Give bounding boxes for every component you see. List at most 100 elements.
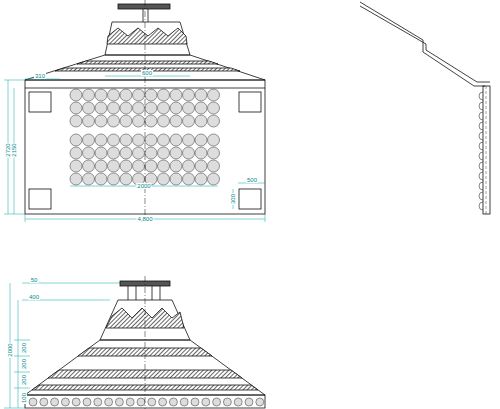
lamp-hole — [195, 160, 207, 172]
lamp-hole — [61, 398, 69, 406]
dimension-label: 400 — [28, 294, 40, 300]
lamp-hole — [108, 89, 120, 101]
lamp-hole — [208, 89, 220, 101]
lamp-hole — [180, 398, 188, 406]
lamp-hole — [158, 115, 170, 127]
lamp-hole — [108, 102, 120, 114]
lamp-hole — [158, 134, 170, 146]
side-view — [360, 2, 490, 214]
lamp-hole — [158, 89, 170, 101]
lamp-hole — [120, 160, 132, 172]
lamp-hole — [70, 147, 82, 159]
lamp-hole — [72, 398, 80, 406]
lamp-hole — [208, 173, 220, 185]
lamp-hole — [51, 398, 59, 406]
lamp-hole — [83, 102, 95, 114]
lamp-hole — [108, 115, 120, 127]
lamp-hole — [133, 89, 145, 101]
lamp-hole — [133, 147, 145, 159]
lamp-hole — [158, 147, 170, 159]
lamp-hole — [183, 160, 195, 172]
lamp-hole — [115, 398, 123, 406]
lamp-hole — [170, 147, 182, 159]
lamp-hole — [95, 147, 107, 159]
lamp-hole — [234, 398, 242, 406]
lamp-hole — [145, 134, 157, 146]
lamp-hole — [133, 134, 145, 146]
lamp-bump — [479, 202, 483, 210]
lamp-hole — [133, 115, 145, 127]
lamp-hole — [133, 160, 145, 172]
lamp-hole — [169, 398, 177, 406]
top-view — [25, 0, 265, 220]
lamp-hole — [95, 115, 107, 127]
dimension-label: 2150 — [11, 142, 17, 157]
lamp-hole — [120, 115, 132, 127]
lamp-hole — [158, 102, 170, 114]
lamp-hole — [108, 160, 120, 172]
lamp-hole — [145, 147, 157, 159]
lamp-bump — [479, 142, 483, 150]
lamp-hole — [133, 102, 145, 114]
lamp-hole — [170, 134, 182, 146]
dimension-label: 4,800 — [136, 216, 153, 222]
lamp-hole — [195, 173, 207, 185]
lamp-hole — [183, 102, 195, 114]
dimension-label: 50 — [30, 277, 39, 283]
lamp-hole — [195, 147, 207, 159]
lamp-hole — [70, 173, 82, 185]
lamp-hole — [183, 115, 195, 127]
lamp-hole — [108, 173, 120, 185]
front-view — [25, 276, 265, 409]
lamp-bump — [479, 152, 483, 160]
lamp-hole — [108, 147, 120, 159]
dimension-label: 300 — [230, 193, 236, 205]
lamp-hole — [223, 398, 231, 406]
lamp-hole — [191, 398, 199, 406]
lamp-hole — [183, 173, 195, 185]
lamp-hole — [120, 89, 132, 101]
lamp-hole — [170, 160, 182, 172]
lamp-hole — [170, 89, 182, 101]
lamp-hole — [159, 398, 167, 406]
dimension-label: 200 — [21, 374, 27, 386]
lamp-hole — [195, 115, 207, 127]
lamp-hole — [208, 115, 220, 127]
lamp-hole — [137, 398, 145, 406]
dimension-label: 500 — [246, 177, 258, 183]
lamp-hole — [148, 398, 156, 406]
lamp-hole — [29, 398, 37, 406]
lamp-hole — [83, 173, 95, 185]
lamp-hole — [183, 147, 195, 159]
lamp-hole — [145, 115, 157, 127]
lamp-bump — [479, 182, 483, 190]
dimension-label: 200 — [21, 342, 27, 354]
lamp-hole — [195, 134, 207, 146]
lamp-hole — [195, 89, 207, 101]
lamp-hole — [40, 398, 48, 406]
lamp-bump — [479, 112, 483, 120]
lamp-hole — [83, 398, 91, 406]
lamp-hole — [105, 398, 113, 406]
lamp-bump — [479, 162, 483, 170]
lamp-hole — [120, 102, 132, 114]
lamp-hole — [183, 89, 195, 101]
lamp-hole — [70, 89, 82, 101]
lamp-hole — [94, 398, 102, 406]
lamp-hole — [95, 102, 107, 114]
lamp-hole — [208, 147, 220, 159]
lamp-hole — [145, 102, 157, 114]
dimension-label: 600 — [141, 70, 153, 76]
dimension-label: 100 — [21, 392, 27, 404]
lamp-hole — [202, 398, 210, 406]
lamp-bump — [479, 192, 483, 200]
lamp-hole — [70, 160, 82, 172]
lamp-bump — [479, 132, 483, 140]
lamp-hole — [158, 160, 170, 172]
lamp-bump — [479, 122, 483, 130]
dimension-label: 2000 — [136, 183, 151, 189]
lamp-hole — [158, 173, 170, 185]
dimension-label: 200 — [21, 358, 27, 370]
lamp-hole — [126, 398, 134, 406]
